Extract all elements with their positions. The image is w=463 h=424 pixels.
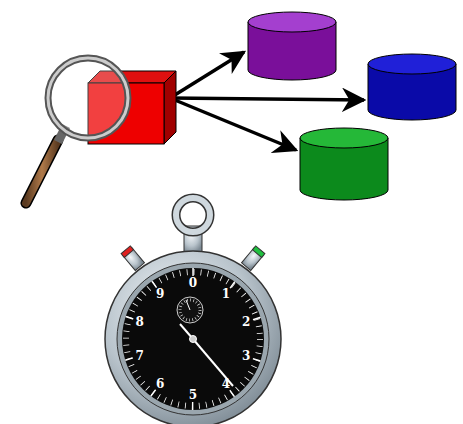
dial-number: 9 — [150, 286, 170, 302]
dial-number: 6 — [150, 376, 170, 392]
dial-number: 2 — [236, 314, 256, 330]
arrow-lines — [170, 52, 364, 150]
magnifying-glass — [26, 58, 128, 203]
dial-number: 1 — [216, 286, 236, 302]
dial-number: 0 — [183, 275, 203, 291]
dial-number: 3 — [236, 348, 256, 364]
dial-number: 4 — [216, 376, 236, 392]
dial-number: 5 — [183, 387, 203, 403]
purple-cylinder — [248, 12, 336, 80]
dial-number: 8 — [130, 314, 150, 330]
dial-number: 7 — [130, 348, 150, 364]
blue-cylinder — [368, 54, 456, 120]
green-cylinder — [300, 128, 388, 200]
stopwatch — [105, 198, 281, 424]
